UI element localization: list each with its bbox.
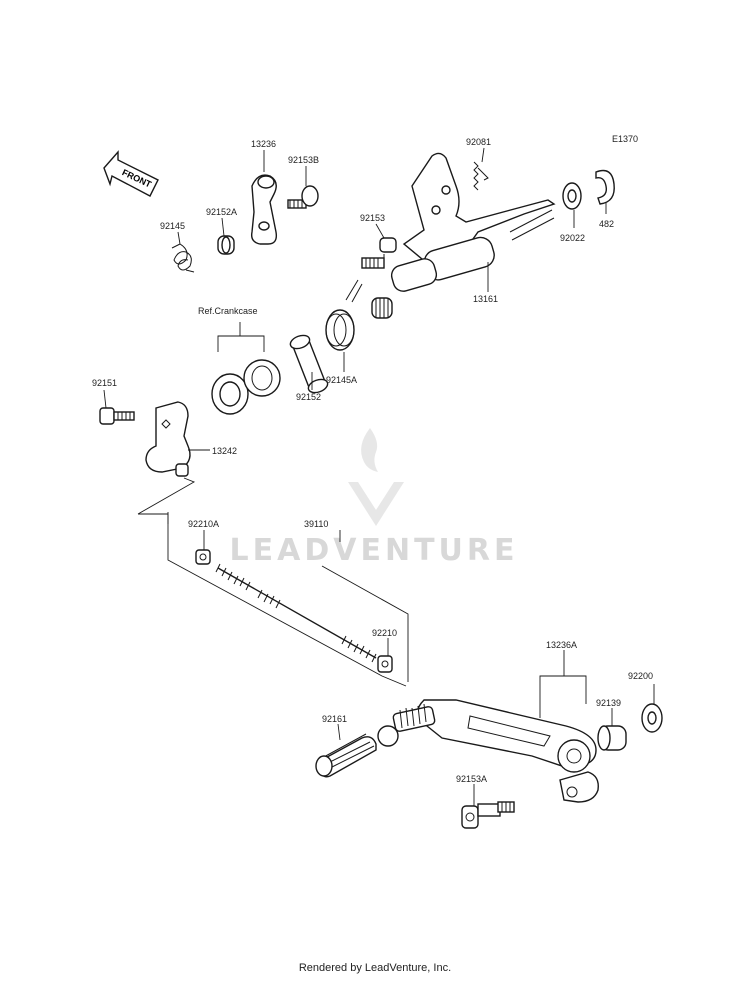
part-39110-tie-rod bbox=[215, 563, 377, 663]
label-39110: 39110 bbox=[304, 519, 328, 529]
part-92200-washer bbox=[641, 703, 663, 733]
part-92153-bolt bbox=[361, 237, 397, 269]
part-92145A-spring bbox=[325, 279, 363, 351]
diagram-code: E1370 bbox=[612, 134, 638, 144]
part-92139-bush bbox=[597, 725, 627, 751]
label-92152: 92152 bbox=[296, 392, 321, 402]
label-92145A: 92145A bbox=[326, 375, 357, 385]
label-92022: 92022 bbox=[560, 233, 585, 243]
label-13236A: 13236A bbox=[546, 640, 577, 650]
part-13161-splined-end bbox=[371, 297, 393, 319]
footer-credit: Rendered by LeadVenture, Inc. bbox=[298, 962, 452, 974]
label-13242: 13242 bbox=[212, 446, 237, 456]
part-92153A-bolt bbox=[461, 801, 515, 829]
label-13161: 13161 bbox=[473, 294, 498, 304]
part-92161-pedal-rubber bbox=[315, 733, 377, 778]
part-482-circlip bbox=[595, 169, 615, 205]
part-92022-washer bbox=[562, 182, 582, 210]
part-92210A-nut bbox=[195, 549, 211, 565]
label-92153B: 92153B bbox=[288, 155, 319, 165]
part-13236A-shift-pedal bbox=[416, 699, 599, 803]
label-92081: 92081 bbox=[466, 137, 491, 147]
label-92210: 92210 bbox=[372, 628, 397, 638]
part-13161-shift-shaft bbox=[390, 152, 556, 292]
part-needle-bearing bbox=[243, 359, 281, 397]
part-92152-collar bbox=[289, 334, 329, 394]
front-arrow-icon: FRONT bbox=[103, 150, 159, 197]
part-92152A-collar bbox=[217, 235, 235, 255]
part-92210-nut bbox=[377, 655, 393, 673]
part-bearing-crankcase bbox=[211, 373, 249, 415]
part-92151-bolt bbox=[99, 407, 135, 425]
label-92161: 92161 bbox=[322, 714, 347, 724]
part-13236-arm bbox=[250, 174, 278, 245]
ref-crankcase-label: Ref.Crankcase bbox=[198, 306, 258, 316]
label-92153A: 92153A bbox=[456, 774, 487, 784]
label-92152A: 92152A bbox=[206, 207, 237, 217]
label-482: 482 bbox=[599, 219, 614, 229]
part-92081-spring bbox=[473, 161, 489, 191]
label-92210A: 92210A bbox=[188, 519, 219, 529]
label-13236: 13236 bbox=[251, 139, 276, 149]
part-13242-lever bbox=[145, 401, 191, 477]
label-92145: 92145 bbox=[160, 221, 185, 231]
part-92153B-bolt bbox=[287, 185, 319, 209]
label-92153: 92153 bbox=[360, 213, 385, 223]
part-92145-spring bbox=[171, 243, 195, 273]
label-92151: 92151 bbox=[92, 378, 117, 388]
part-pedal-spindle bbox=[377, 703, 436, 747]
leadventure-watermark-logo bbox=[348, 428, 404, 526]
watermark-text: LEADVENTURE bbox=[230, 533, 519, 568]
label-92139: 92139 bbox=[596, 698, 621, 708]
label-92200: 92200 bbox=[628, 671, 653, 681]
